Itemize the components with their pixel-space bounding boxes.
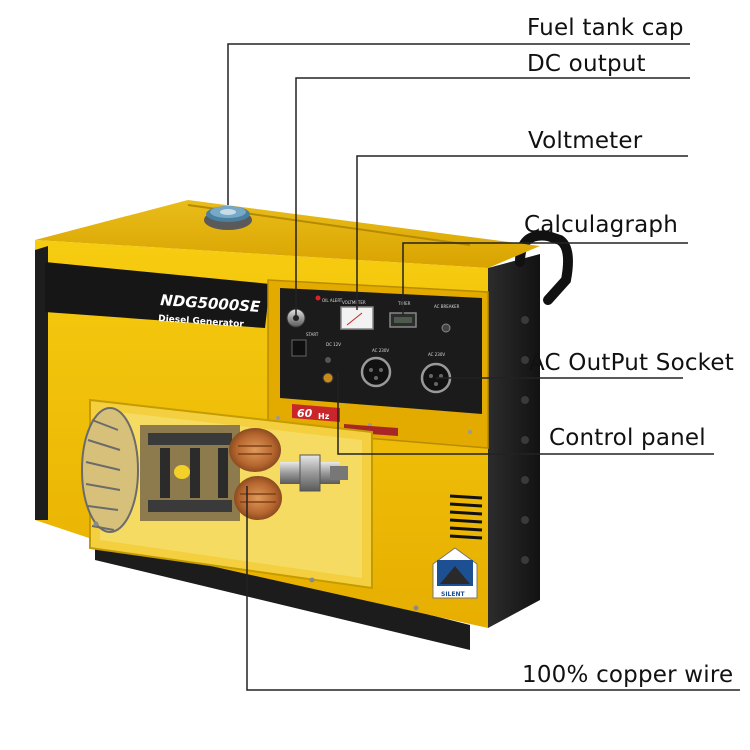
ac-socket-left[interactable] [360,356,392,388]
side-vents [521,316,529,564]
dc-terminal[interactable] [322,372,334,384]
callout-leaders [227,43,740,691]
panel-timer-label: TIMER [397,301,411,306]
model-plate [45,262,270,328]
generator-left-edge [35,246,48,520]
label-calculagraph: Calculagraph [524,212,678,238]
panel-ac-breaker-label: AC BREAKER [434,304,460,309]
label-copper-wire: 100% copper wire [522,662,734,688]
ac-breaker[interactable] [441,323,451,333]
label-fuel-tank-cap: Fuel tank cap [527,15,684,41]
frequency-badge [292,404,340,422]
silent-text: SILENT [441,591,465,598]
copper-winding [229,428,282,520]
rotor-cage [140,425,240,521]
dc-output-socket[interactable] [291,339,307,357]
oil-alert-lamp [315,295,321,301]
leader-calculagraph [402,242,688,315]
cooling-fan [81,407,139,533]
fuel-tank-cap [204,206,252,230]
label-control-panel: Control panel [549,425,706,451]
vent-grille [449,494,483,540]
generator-top [35,200,540,268]
leader-fuel-tank-cap [227,43,690,205]
leader-copper-wire [246,486,740,691]
leader-voltmeter [356,155,688,310]
generator-side-panel [488,254,540,628]
panel-dc-label: DC 12V [326,342,341,347]
label-ac-output-socket: AC OutPut Socket [529,350,734,376]
frequency-unit: Hz [318,412,330,421]
front-screws [93,521,419,611]
panel-ac-right-label: AC 230V [428,352,445,357]
voltmeter [340,306,374,330]
panel-start-label: START [306,332,319,337]
panel-oil-alert-label: OIL ALERT [322,298,343,303]
dc-fuse[interactable] [325,357,331,363]
label-voltmeter: Voltmeter [528,128,643,154]
panel-voltmeter-label: VOLTMETER [342,300,366,305]
leader-control-panel [337,372,714,455]
frequency-value: 60 [297,407,313,420]
label-dc-output: DC output [527,51,646,77]
panel-ac-left-label: AC 230V [372,348,389,353]
rotor-shaft [280,454,348,492]
silent-badge: SILENT [432,547,478,599]
leader-dc-output [295,77,690,318]
